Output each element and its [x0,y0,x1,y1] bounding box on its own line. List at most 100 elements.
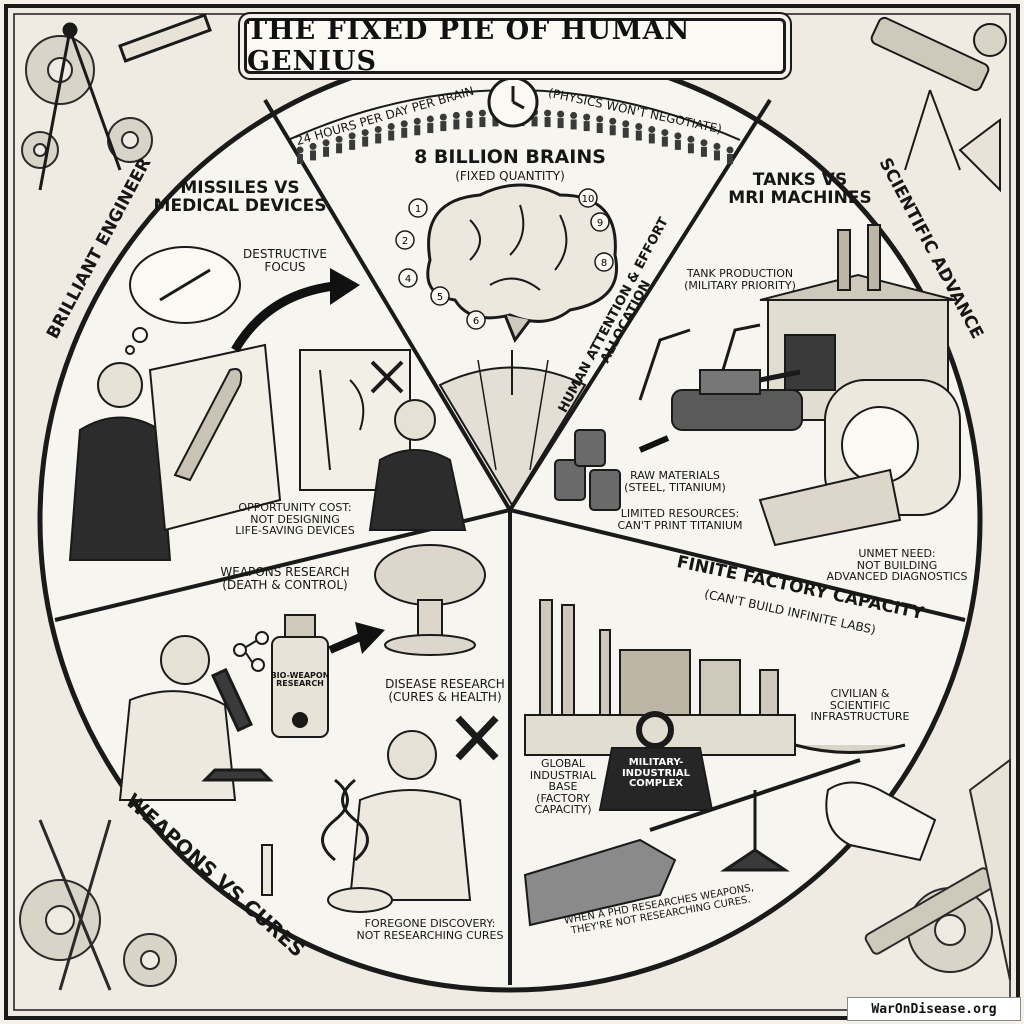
opportunity-cost-label: OPPORTUNITY COST: NOT DESIGNING LIFE-SAV… [235,501,355,538]
destructive-arrow [231,280,346,353]
brain-number: 1 [415,204,421,215]
person-icon [439,113,447,121]
person-icon [648,125,656,133]
person-body [700,146,707,157]
person-body [362,136,369,147]
steel-barrels [554,429,621,511]
bioweapon-bottle [271,614,329,738]
disease-research-label: DISEASE RESEARCH (CURES & HEALTH) [385,677,505,704]
person-body [349,139,356,150]
person-body [310,150,317,161]
robot-arms [638,323,761,401]
brain-icon [426,183,618,344]
military-industrial-weight [598,711,714,811]
person-body [609,125,616,136]
person-icon [700,139,708,147]
person-icon [687,135,695,143]
materials-arrow [638,435,670,453]
destructive-focus-label: DESTRUCTIVE FOCUS [243,247,327,274]
person-icon [374,125,382,133]
person-body [713,150,720,161]
rocket-blueprint [148,343,282,532]
cure-scientist-figure [348,730,472,901]
person-icon [387,123,395,131]
balance-scale [649,743,906,872]
person-icon [348,132,356,140]
dna-icon [321,778,369,862]
person-body [388,130,395,141]
person-body [531,116,538,127]
gloved-hand [825,781,937,862]
person-body [583,121,590,132]
person-body [544,117,551,128]
person-icon [661,129,669,137]
person-body [622,127,629,138]
brain-number-circle [430,286,450,306]
brains-subtitle: (FIXED QUANTITY) [455,169,565,183]
bottle-label: BIO-WEAPON RESEARCH [270,671,330,689]
person-body [336,143,343,154]
person-icon [674,132,682,140]
brain-number: 5 [437,292,443,303]
person-icon [726,146,734,154]
people-row [296,108,734,164]
person-body [557,118,564,129]
weight-label: MILITARY- INDUSTRIAL COMPLEX [621,757,691,789]
person-icon [400,120,408,128]
brain-number: 8 [601,258,607,269]
lab-equipment [261,844,393,913]
missiles-title: MISSILES vs MEDICAL DEVICES [153,178,327,216]
foregone-discovery-label: FOREGONE DISCOVERY: NOT RESEARCHING CURE… [356,917,504,942]
person-body [648,133,655,144]
global-industrial-base-label: GLOBAL INDUSTRIAL BASE (FACTORY CAPACITY… [529,757,597,817]
person-icon [622,120,630,128]
mushroom-cloud [374,544,486,656]
brain-number-circle [578,188,598,208]
weapons-scientist-figure [118,635,237,801]
person-icon [596,115,604,123]
person-icon [609,117,617,125]
person-icon [335,135,343,143]
person-body [596,123,603,134]
person-body [427,123,434,134]
person-body [492,116,499,127]
thought-bubble-missiles [125,246,241,355]
brain-number-circle [395,230,415,250]
person-icon [478,109,486,117]
tank-icon [671,369,803,431]
engineer-figure [68,362,172,561]
brain-number: 10 [582,194,595,205]
brain-number: 6 [473,316,479,327]
weapons-research-label: WEAPONS RESEARCH (DEATH & CONTROL) [220,565,350,592]
person-icon [296,146,304,154]
person-body [479,117,486,128]
person-icon [309,142,317,150]
molecule-icon [233,631,269,672]
tank-production-label: TANK PRODUCTION (MILITARY PRIORITY) [684,267,796,292]
mri-machine [758,379,961,547]
watermark: WarOnDisease.org [847,997,1021,1021]
person-body [674,139,681,150]
corner-gear-bottom-right [864,758,1011,981]
brain-number-circle [594,252,614,272]
gauge-slice [438,366,587,507]
person-body [687,143,694,154]
brain-number: 9 [597,218,603,229]
person-body [440,121,447,132]
person-icon [544,109,552,117]
brain-number-circle [590,212,610,232]
person-icon [465,110,473,118]
person-body [635,130,642,141]
person-body [453,119,460,130]
civilian-infrastructure-label: CIVILIAN & SCIENTIFIC INFRASTRUCTURE [810,687,910,724]
brain-number: 4 [405,274,411,285]
clock-icon [487,76,539,128]
person-body [727,154,733,164]
person-icon [557,110,565,118]
armored-gauntlet [523,838,677,927]
person-icon [583,113,591,121]
person-body [401,127,408,138]
person-body [466,118,473,129]
